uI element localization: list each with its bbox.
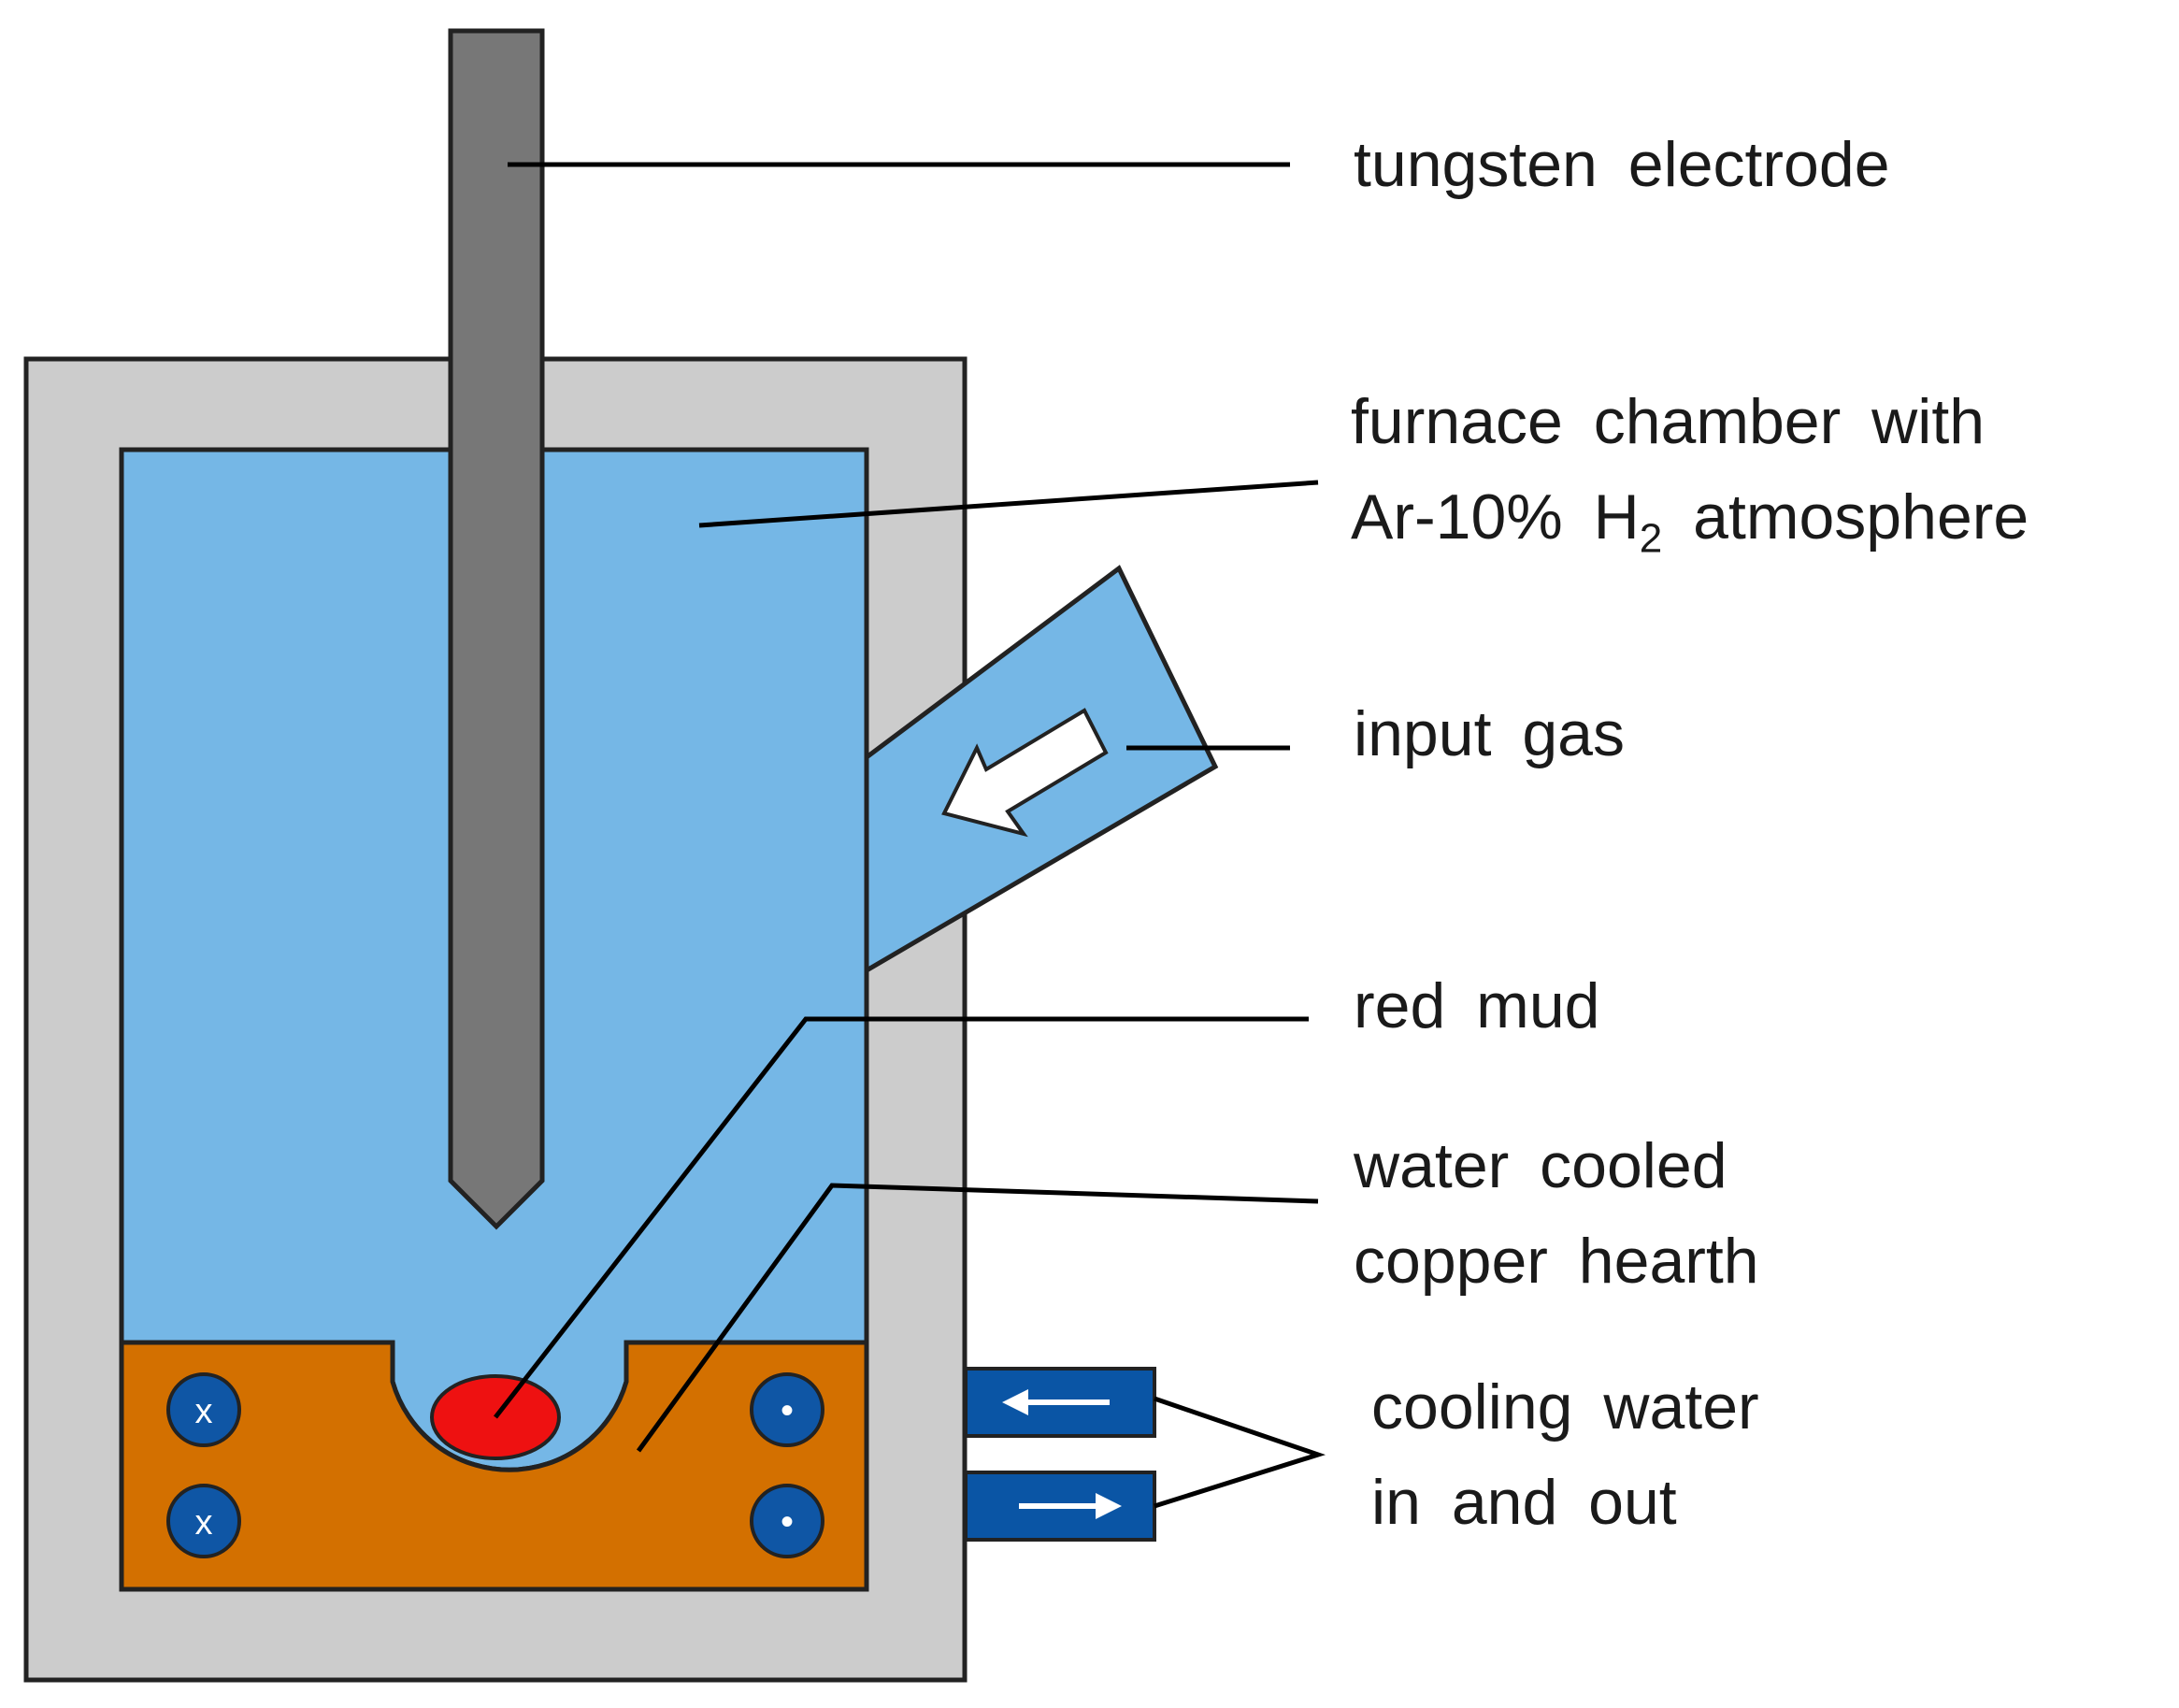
label-tungsten-electrode: tungsten electrode xyxy=(1354,129,1890,200)
cooling-channel: • xyxy=(750,1484,824,1558)
label-cooling-water: cooling water in and out xyxy=(1371,1371,1759,1538)
cooling-channel-marker: x xyxy=(195,1392,213,1431)
gas-flow-arrow-icon xyxy=(941,708,1109,838)
cooling-channel-marker: • xyxy=(781,1390,794,1431)
cooling-channel: • xyxy=(750,1372,824,1447)
label-input-gas: input gas xyxy=(1354,698,1625,769)
copper-hearth xyxy=(119,1340,869,1592)
label-copper-hearth: water cooled copper hearth xyxy=(1354,1130,1759,1297)
cooling-channel-marker: • xyxy=(781,1501,794,1543)
arrow-left-icon xyxy=(1002,1389,1028,1415)
cooling-channel: x xyxy=(166,1372,241,1447)
tungsten-electrode xyxy=(448,28,545,1230)
leader-line-red-mud xyxy=(494,1016,1309,1419)
arrow-right-icon xyxy=(1096,1493,1122,1519)
leader-line-chamber xyxy=(698,480,1319,528)
cooling-channel: x xyxy=(166,1484,241,1558)
leader-line-hearth xyxy=(636,1183,1319,1453)
label-furnace-chamber: furnace chamber with Ar-10% H2 atmospher… xyxy=(1351,386,2029,562)
label-red-mud: red mud xyxy=(1354,970,1600,1041)
leader-line-cooling-water xyxy=(1154,1396,1326,1509)
cooling-channel-marker: x xyxy=(195,1503,213,1543)
cooling-water-inlet-pipe xyxy=(964,1471,1156,1542)
cooling-water-outlet-pipe xyxy=(964,1367,1156,1438)
